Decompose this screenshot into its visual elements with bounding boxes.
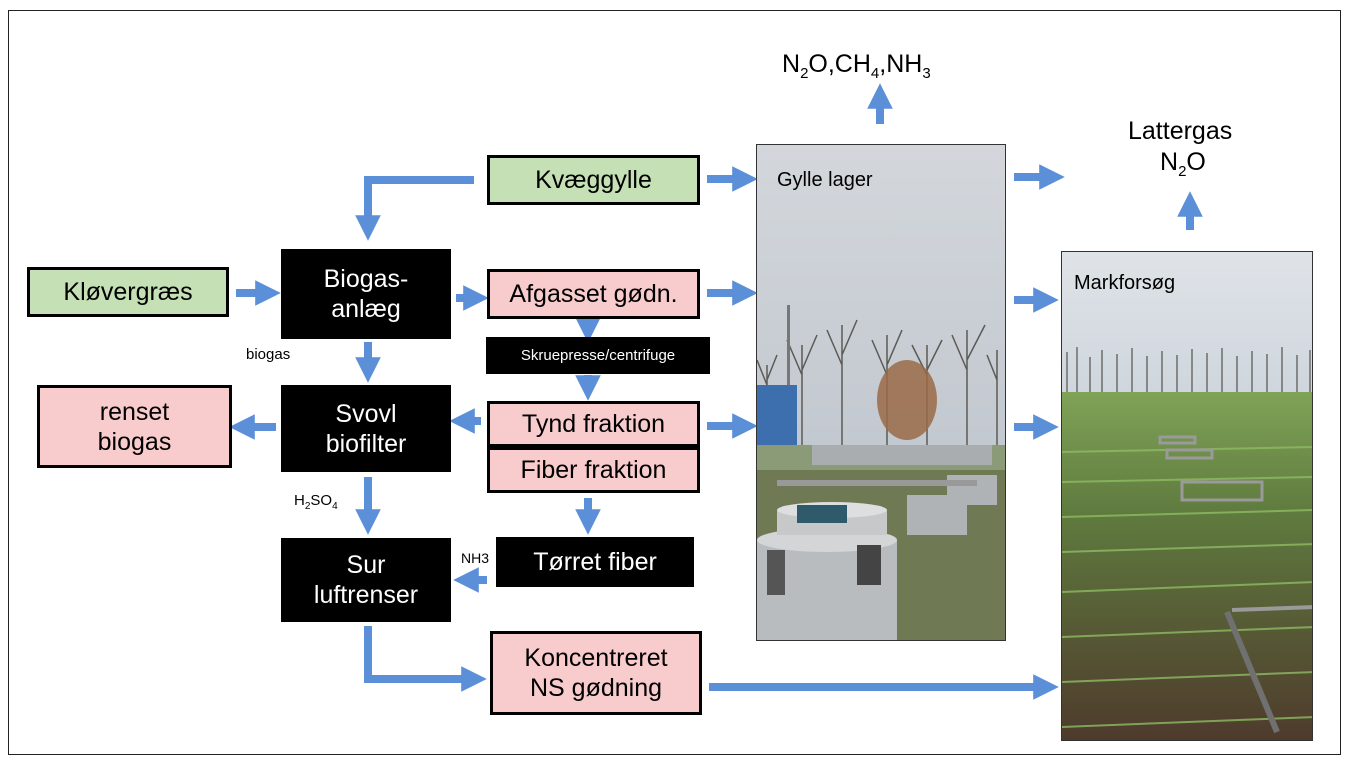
torret-label: Tørret fiber <box>533 548 657 576</box>
koncentreret-box: Koncentreret NS gødning <box>490 631 702 715</box>
svovl-line2: biofilter <box>325 429 407 458</box>
markforsog-photo: Markforsøg <box>1061 251 1313 741</box>
afgasset-box: Afgasset gødn. <box>487 269 700 319</box>
afgasset-label: Afgasset gødn. <box>509 280 678 308</box>
fiber-label: Fiber fraktion <box>520 456 667 484</box>
gylle-lager-photo: Gylle lager <box>756 144 1006 641</box>
biogas-line2: anlæg <box>331 295 401 323</box>
lattergas-label: Lattergas <box>1128 117 1233 145</box>
n2o-label: N2O <box>1160 148 1206 180</box>
torret-fiber-box: Tørret fiber <box>496 537 694 587</box>
nh3-label: NH3 <box>461 550 490 566</box>
biogas-label: biogas <box>246 346 291 363</box>
markforsog-label: Markforsøg <box>1074 272 1176 294</box>
konc-line2: NS gødning <box>529 674 663 702</box>
sur-line2: luftrenser <box>313 581 419 609</box>
skruepresse-box: Skruepresse/centrifuge <box>486 337 710 374</box>
gylle-lager-label: Gylle lager <box>777 169 873 191</box>
svovl-line1: Svovl <box>335 399 397 428</box>
arrow-kvaeggylle-biogas <box>355 176 474 241</box>
tynd-label: Tynd fraktion <box>521 410 666 438</box>
renset-biogas-box: renset biogas <box>37 385 232 468</box>
konc-line1: Koncentreret <box>524 644 668 672</box>
renset-line1: renset <box>99 397 170 426</box>
svovl-biofilter-box: Svovl biofilter <box>281 385 451 472</box>
klovergraes-label: Kløvergræs <box>63 278 193 306</box>
diagram-frame <box>8 10 1341 755</box>
klovergraes-box: Kløvergræs <box>27 267 229 317</box>
arrow-sur-konc <box>364 626 487 692</box>
kvaeggylle-label: Kvæggylle <box>535 166 652 194</box>
fiber-fraktion-box: Fiber fraktion <box>487 447 700 493</box>
h2so4-label: H2SO4 <box>294 492 338 512</box>
emissions-label: N2O,CH4,NH3 <box>782 50 931 82</box>
biogas-line1: Biogas- <box>323 265 409 293</box>
renset-line2: biogas <box>97 427 172 456</box>
skruepresse-label: Skruepresse/centrifuge <box>520 346 676 364</box>
biogas-anlaeg-box: Biogas- anlæg <box>281 249 451 339</box>
tynd-fraktion-box: Tynd fraktion <box>487 401 700 447</box>
sur-luftrenser-box: Sur luftrenser <box>281 538 451 622</box>
sur-line1: Sur <box>346 551 386 579</box>
kvaeggylle-box: Kvæggylle <box>487 155 700 205</box>
